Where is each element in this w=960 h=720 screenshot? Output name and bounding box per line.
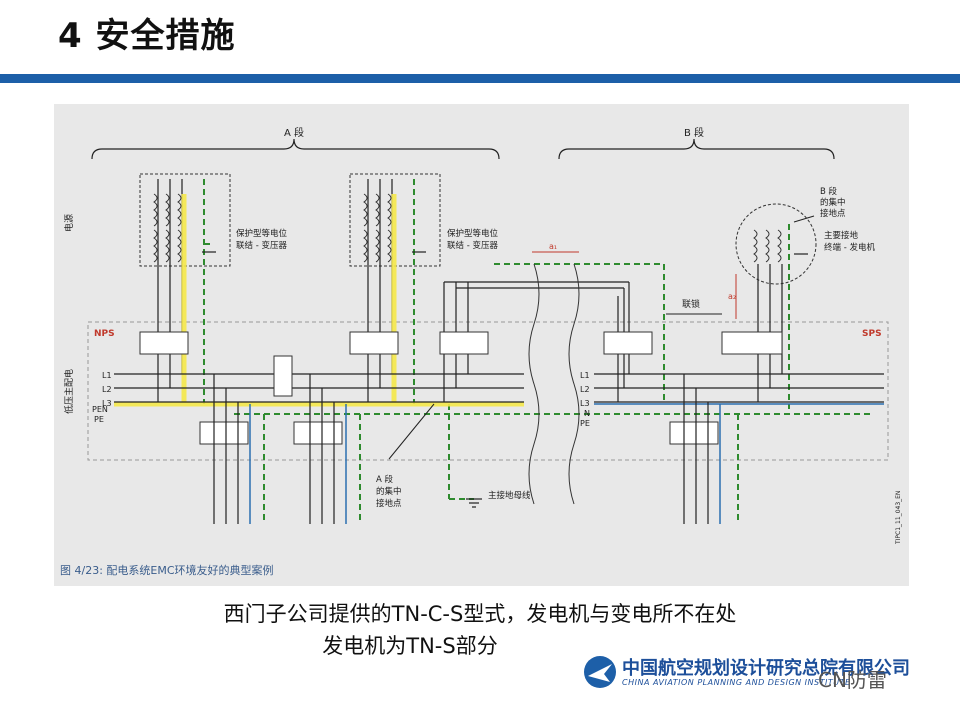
bus-l3: L3 (102, 399, 112, 408)
interlock-label: 联锁 (682, 298, 700, 310)
lv-main-label: 低压主配电 (63, 369, 75, 414)
logo-cn-text: 中国航空规划设计研究总院有限公司 (622, 658, 910, 679)
bus-r-pe: PE (580, 419, 590, 428)
brace-a (91, 138, 500, 160)
tx2-label-a: 保护型等电位 (447, 228, 499, 239)
logo-en-text: CHINA AVIATION PLANNING AND DESIGN INSTI… (622, 678, 851, 687)
bus-r-n: N (584, 409, 590, 418)
distribution-frame (87, 321, 889, 461)
caption-line-1: 西门子公司提供的TN-C-S型式，发电机与变电所不在处 (223, 602, 737, 626)
company-logo: 中国航空规划设计研究总院有限公司 CHINA AVIATION PLANNING… (582, 650, 912, 710)
bus-pen: PEN (92, 405, 108, 414)
b-center-3: 接地点 (820, 208, 846, 219)
a-center-1: A 段 (376, 474, 394, 485)
bus-r-l3: L3 (580, 399, 590, 408)
gen-label-1: 主要接地 (824, 230, 859, 241)
caption-line-2: 发电机为TN-S部分 (322, 634, 498, 658)
watermark: CN防雷 (818, 668, 887, 692)
tx1-label-b: 联结 - 变压器 (236, 240, 287, 251)
source-label: 电源 (63, 214, 75, 232)
main-bus-label: 主接地母线 (488, 490, 531, 501)
b-center-2: 的集中 (820, 197, 846, 208)
tx2-label-b: 联结 - 变压器 (447, 240, 498, 251)
gen-label-2: 终端 - 发电机 (824, 242, 875, 253)
brace-b (558, 138, 835, 160)
a2-label: a₂ (728, 292, 736, 301)
nps-label: NPS (94, 329, 115, 339)
bus-l1: L1 (102, 371, 112, 380)
section-b-label: B 段 (684, 126, 704, 139)
drawing-code: TIPC1_11_043_EN (895, 491, 902, 545)
sps-label: SPS (862, 329, 882, 339)
figure-caption: 图 4/23: 配电系统EMC环境友好的典型案例 (60, 564, 274, 577)
a-center-3: 接地点 (376, 498, 402, 509)
generator-circle (735, 203, 817, 285)
title-divider (0, 74, 960, 83)
bus-r-l1: L1 (580, 371, 590, 380)
plane-logo-icon (584, 656, 616, 688)
bus-l2: L2 (102, 385, 112, 394)
tx1-label-a: 保护型等电位 (236, 228, 288, 239)
a1-label: a₁ (549, 242, 557, 251)
bus-r-l2: L2 (580, 385, 590, 394)
bus-pe: PE (94, 415, 104, 424)
b-center-1: B 段 (820, 186, 838, 197)
slide-title: 4 安全措施 (58, 16, 236, 56)
section-a-label: A 段 (284, 126, 304, 139)
tn-c-s-diagram: A 段 B 段 电源 低压主配电 NPS SPS 保护型等电位 联结 - 变压器… (54, 104, 909, 586)
a-center-2: 的集中 (376, 486, 402, 497)
diagram-svg: A 段 B 段 电源 低压主配电 NPS SPS 保护型等电位 联结 - 变压器… (63, 126, 902, 545)
